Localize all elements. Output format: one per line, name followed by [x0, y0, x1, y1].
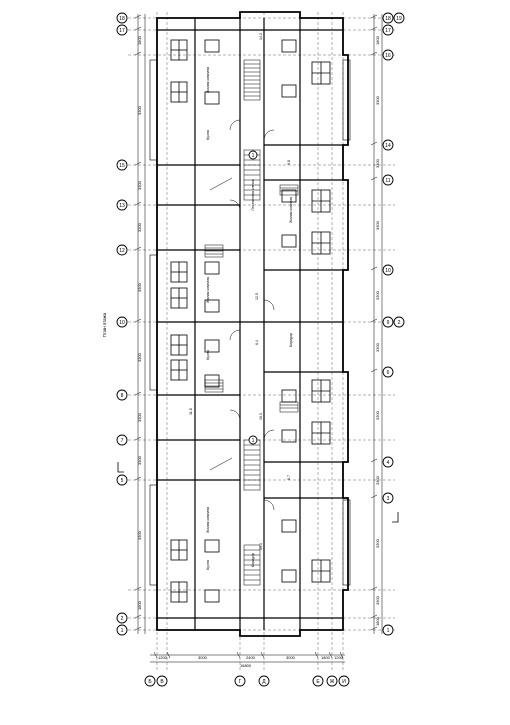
room-label-9: Кухня [206, 560, 210, 570]
section-arrows [117, 462, 399, 523]
area-mark-5: 11.8 [189, 408, 193, 415]
left-dimension-texts: 1800 3300 3300 3300 3300 3300 3300 3300 … [137, 35, 142, 610]
right-axis-label-9: 4 [387, 460, 390, 466]
room-label-8: Жилая комната [206, 507, 210, 533]
windows [170, 39, 331, 603]
left-axis-label-10: 2 [121, 616, 124, 622]
right-dim-10: 3300 [375, 595, 380, 605]
left-axis-label-5: 12 [119, 248, 125, 254]
right-dim-6: 3300 [375, 342, 380, 352]
area-mark-7: 15.1 [259, 543, 263, 550]
left-dim-3: 3300 [137, 180, 142, 190]
area-mark-6: 10.3 [259, 413, 263, 420]
right-dim-1: 1800 [375, 35, 380, 45]
left-axis-label-9: 5 [121, 478, 124, 484]
right-dim-5: 3300 [375, 290, 380, 300]
bottom-axis-label-3: Г [239, 679, 242, 685]
bottom-dim-2: 3000 [198, 655, 208, 660]
bottom-total-dim: 16800 [240, 663, 252, 668]
left-axis-label-3: 15 [119, 163, 125, 169]
left-dim-9: 3300 [137, 530, 142, 540]
left-axis-label-1: 18 [119, 16, 125, 22]
bottom-dim-6: 1200 [334, 655, 344, 660]
right-dim-3: 3300 [375, 158, 380, 168]
left-dim-7: 3300 [137, 412, 142, 422]
section-mark-2: 1 [252, 438, 255, 444]
right-axis-label-5: 11 [385, 178, 390, 184]
right-axis-label-1: 18 [385, 16, 391, 22]
right-axis-label-4: 14 [385, 143, 391, 149]
bottom-dim-5: 1800 [321, 655, 331, 660]
right-axis-label-3: 16 [385, 53, 391, 59]
bottom-axis-label-5: Е [316, 679, 320, 685]
area-mark-3: 12.5 [255, 293, 259, 300]
room-label-4: Кухня [206, 350, 210, 360]
bottom-axis-label-7: И [342, 679, 346, 685]
bottom-axis-bubbles: Б В Г Д Е Ж И [144, 675, 350, 687]
area-marks: 14.2 9.8 12.5 6.4 11.8 10.3 15.1 8.7 [189, 33, 291, 550]
left-axis-label-4: 13 [119, 203, 125, 209]
right-dim-8: 3300 [375, 475, 380, 485]
section-mark-1: 1 [252, 153, 255, 159]
area-mark-8: 8.7 [287, 475, 291, 480]
right-dim-9: 3300 [375, 538, 380, 548]
left-axis-label-7: 8 [121, 393, 124, 399]
left-dim-1: 1800 [137, 35, 142, 45]
left-axis-bubbles: 18 17 15 13 12 10 8 7 5 2 1 [116, 12, 128, 636]
drawing-title: План этажа [102, 312, 107, 337]
bottom-dimension-texts: 1200 3000 2400 3000 1800 1200 16800 [158, 655, 344, 668]
area-mark-4: 6.4 [255, 340, 259, 345]
left-dim-6: 3300 [137, 352, 142, 362]
bottom-dim-3: 2400 [246, 655, 256, 660]
room-labels: Жилая комната Кухня Жилая комната Кухня … [206, 67, 293, 570]
right-dim-7: 3300 [375, 410, 380, 420]
room-label-3: Жилая комната [206, 277, 210, 303]
right-dim-2: 3300 [375, 95, 380, 105]
bottom-dim-4: 3000 [286, 655, 296, 660]
left-axis-label-2: 17 [119, 28, 125, 34]
right-extra-label-2: 2 [398, 320, 401, 326]
right-axis-label-10: 3 [387, 496, 390, 502]
right-dim-11: 1800 [375, 616, 380, 626]
room-label-5: Лестничная клетка [251, 179, 255, 210]
left-axis-label-6: 10 [119, 320, 125, 326]
right-dimension-texts: 1800 3300 3300 3300 3300 3300 3300 3300 … [375, 35, 380, 626]
left-axis-label-11: 1 [121, 628, 124, 634]
bottom-axis-label-4: Д [262, 679, 266, 685]
axis-grid [128, 12, 395, 672]
left-dim-8: 3300 [137, 455, 142, 465]
right-axis-label-6: 10 [385, 268, 391, 274]
room-label-10: Коридор [251, 553, 255, 567]
area-mark-1: 14.2 [259, 33, 263, 40]
dimension-lines [134, 14, 383, 663]
right-extra-label-1: 19 [396, 16, 402, 22]
right-axis-label-7: 9 [387, 320, 390, 326]
bottom-dim-1: 1200 [158, 655, 168, 660]
right-axis-label-8: 6 [387, 370, 390, 376]
left-dim-5: 3300 [137, 282, 142, 292]
section-marks: 1 1 [248, 150, 258, 445]
doors [209, 119, 275, 511]
left-dim-2: 3300 [137, 105, 142, 115]
bottom-axis-label-1: Б [148, 679, 152, 685]
area-mark-2: 9.8 [287, 160, 291, 165]
left-dim-4: 3300 [137, 222, 142, 232]
room-label-6: Жилая комната [289, 197, 293, 223]
room-label-7: Коридор [289, 333, 293, 347]
right-dim-4: 3300 [375, 220, 380, 230]
room-label-2: Кухня [206, 130, 210, 140]
right-axis-label-11: 1 [387, 628, 390, 634]
building-outline [149, 11, 351, 637]
room-label-1: Жилая комната [206, 67, 210, 93]
right-axis-bubbles: 18 19 17 16 14 11 10 9 2 6 4 3 1 [382, 12, 405, 636]
bottom-axis-label-6: Ж [330, 679, 335, 685]
bottom-axis-label-2: В [160, 679, 164, 685]
left-axis-label-8: 7 [121, 438, 124, 444]
left-dim-10: 1800 [137, 600, 142, 610]
right-axis-label-2: 17 [385, 28, 391, 34]
